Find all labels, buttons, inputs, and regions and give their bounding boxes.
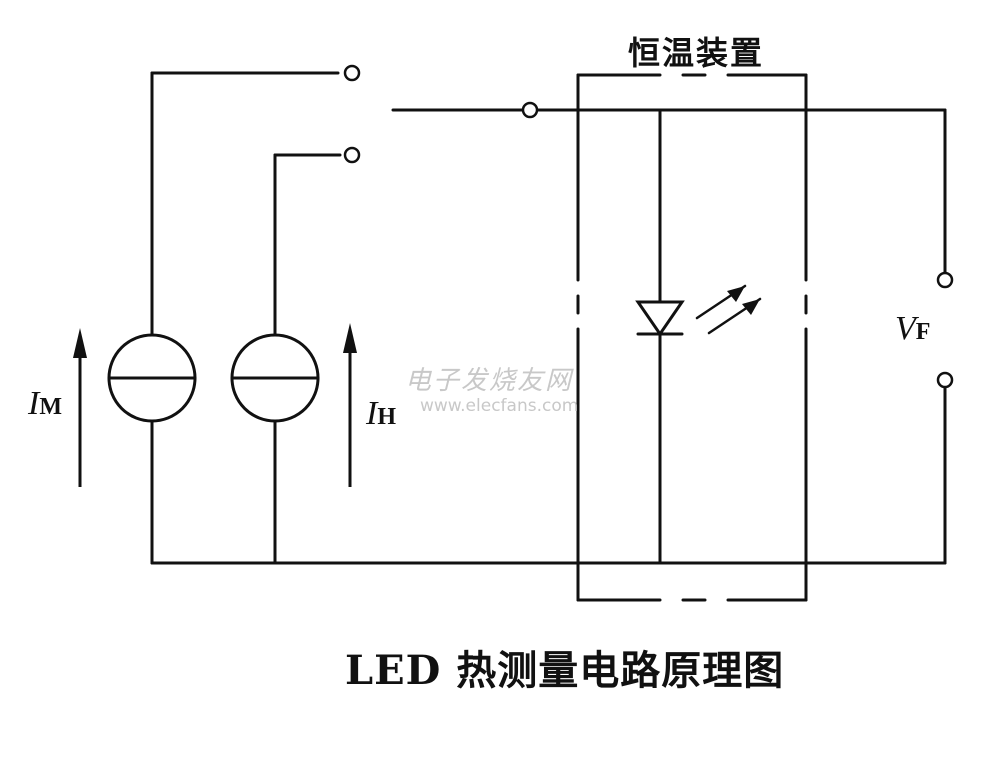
ih-direction-arrow-icon	[343, 323, 357, 487]
thermostat-enclosure	[576, 73, 808, 602]
label-im: IM	[28, 385, 62, 423]
switch-terminal-ih	[343, 146, 361, 164]
label-im-sub: M	[39, 394, 62, 420]
switch-terminal-im	[343, 64, 361, 82]
vf-terminal-top	[936, 271, 954, 289]
label-ih-main: I	[366, 395, 378, 432]
label-ih: IH	[366, 395, 396, 433]
watermark-cn: 电子发烧友网	[405, 366, 574, 396]
box-title: 恒温装置	[628, 34, 765, 72]
label-vf-sub: F	[915, 319, 931, 345]
vf-terminal-bottom	[936, 371, 954, 389]
label-vf: VF	[895, 310, 930, 348]
label-im-main: I	[28, 385, 40, 422]
switch-common-terminal	[521, 101, 539, 119]
label-ih-sub: H	[377, 404, 396, 430]
im-direction-arrow-icon	[73, 328, 87, 487]
led-diode-icon	[635, 300, 685, 337]
watermark-url: www.elecfans.com	[420, 396, 579, 416]
caption: LED 热测量电路原理图	[345, 647, 785, 694]
label-vf-main: V	[895, 310, 916, 347]
